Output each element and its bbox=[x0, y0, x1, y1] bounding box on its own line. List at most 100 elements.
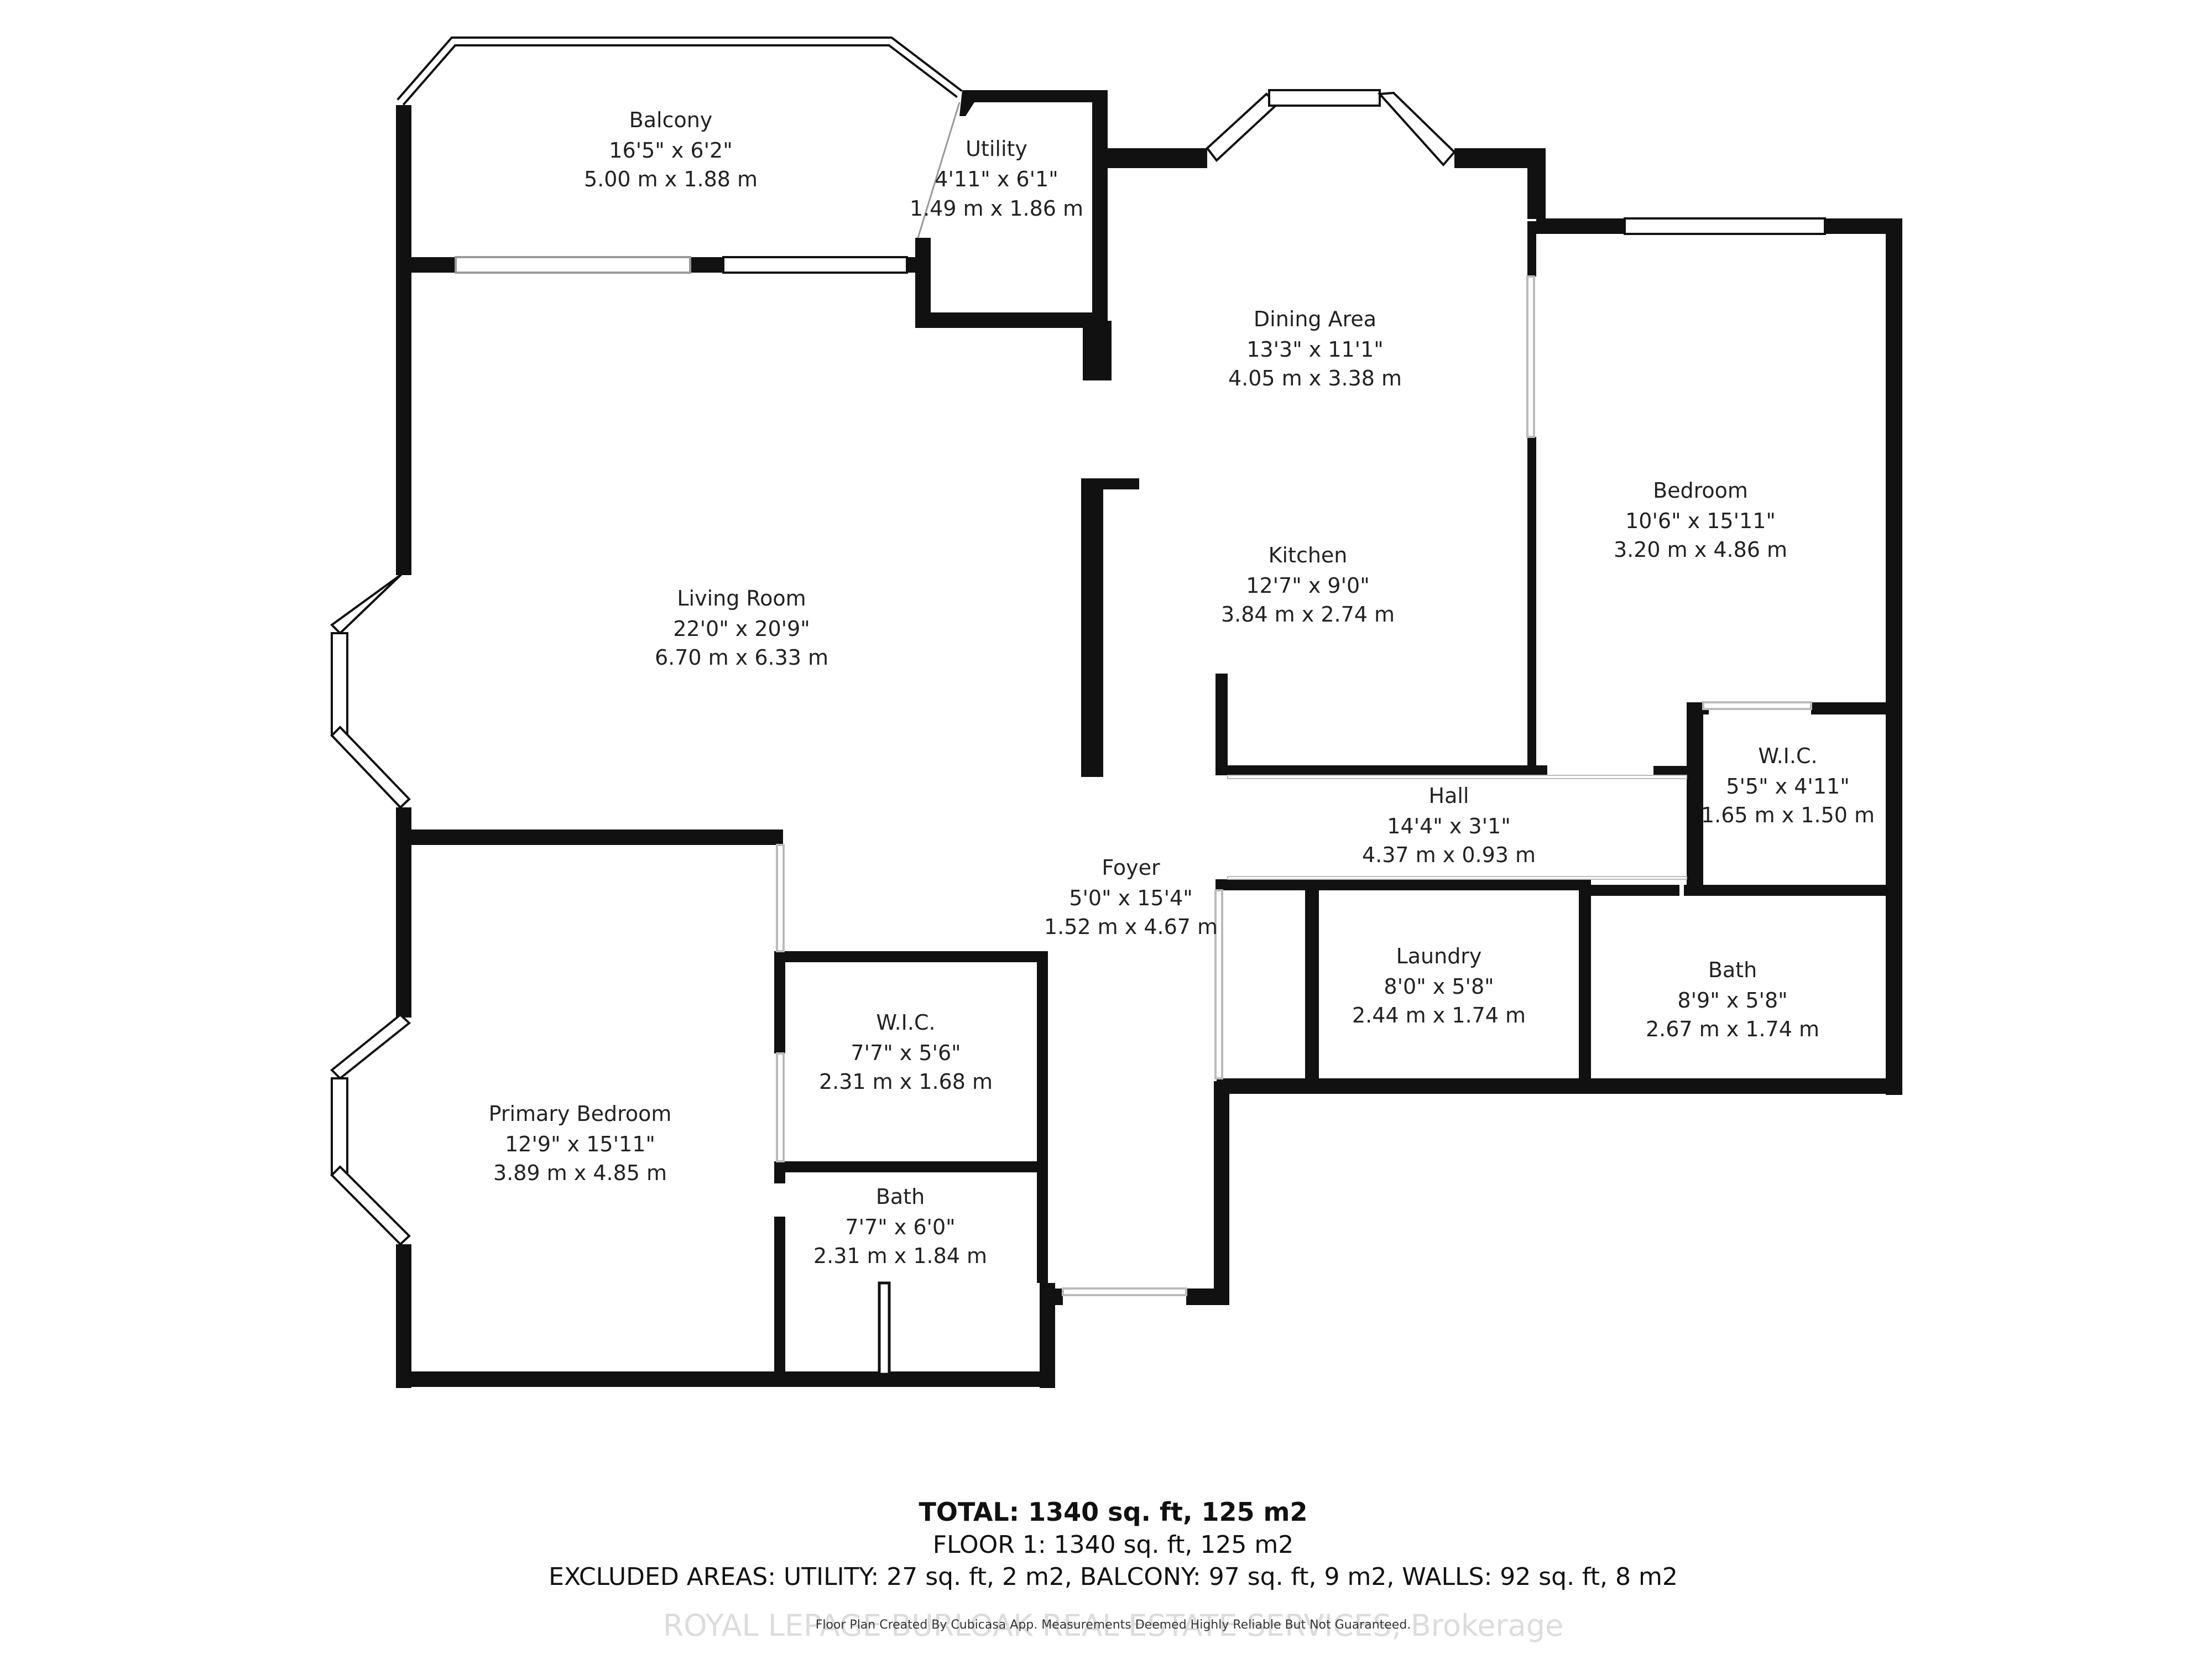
thin-wall bbox=[1214, 889, 1223, 1079]
room-metric: 3.20 m x 4.86 m bbox=[1614, 538, 1787, 562]
room-name: Foyer bbox=[1102, 855, 1160, 880]
wall bbox=[1037, 951, 1048, 1283]
balcony-railing-inner bbox=[398, 39, 962, 105]
room-metric: 1.52 m x 4.67 m bbox=[1044, 915, 1218, 939]
room-name: Bedroom bbox=[1653, 478, 1748, 503]
wall bbox=[1319, 879, 1590, 890]
wall bbox=[1527, 148, 1546, 219]
room-imperial: 8'9" x 5'8" bbox=[1677, 988, 1787, 1013]
room-metric: 3.84 m x 2.74 m bbox=[1221, 602, 1395, 627]
wall bbox=[1591, 885, 1679, 896]
room-imperial: 22'0" x 20'9" bbox=[673, 617, 810, 641]
thin-wall bbox=[1702, 701, 1812, 710]
window bbox=[330, 726, 411, 809]
wall bbox=[1579, 879, 1591, 1089]
room-imperial: 12'7" x 9'0" bbox=[1246, 573, 1369, 598]
room-laundry: Laundry 8'0" x 5'8" 2.44 m x 1.74 m bbox=[1352, 944, 1526, 1027]
room-balcony: Balcony 16'5" x 6'2" 5.00 m x 1.88 m bbox=[584, 108, 758, 191]
room-metric: 5.00 m x 1.88 m bbox=[584, 167, 758, 191]
wall bbox=[1527, 221, 1536, 276]
wall bbox=[1081, 478, 1103, 777]
wall bbox=[1811, 702, 1888, 714]
wall bbox=[1108, 148, 1207, 168]
room-metric: 2.31 m x 1.84 m bbox=[813, 1244, 987, 1268]
window bbox=[1377, 91, 1456, 167]
room-bath-ensuite: Bath 7'7" x 6'0" 2.31 m x 1.84 m bbox=[813, 1185, 987, 1268]
room-name: Dining Area bbox=[1254, 307, 1376, 331]
wall bbox=[774, 1217, 785, 1377]
room-name: Balcony bbox=[629, 108, 713, 132]
wall bbox=[396, 1371, 1054, 1387]
wall bbox=[396, 1244, 411, 1388]
floor-plan-credit: Floor Plan Created By Cubicasa App. Meas… bbox=[816, 1618, 1411, 1632]
wall bbox=[1092, 90, 1108, 322]
window bbox=[1206, 92, 1279, 162]
wall bbox=[396, 841, 411, 1018]
wall bbox=[690, 257, 723, 273]
room-imperial: 4'11" x 6'1" bbox=[935, 167, 1058, 191]
room-name: Primary Bedroom bbox=[489, 1102, 672, 1126]
thin-wall bbox=[776, 1052, 785, 1162]
room-imperial: 8'0" x 5'8" bbox=[1384, 974, 1494, 999]
room-dining-area: Dining Area 13'3" x 11'1" 4.05 m x 3.38 … bbox=[1228, 307, 1402, 390]
window bbox=[1268, 89, 1381, 107]
room-imperial: 7'7" x 5'6" bbox=[851, 1041, 961, 1065]
wall bbox=[915, 238, 931, 321]
room-bath-main: Bath 8'9" x 5'8" 2.67 m x 1.74 m bbox=[1646, 958, 1819, 1041]
room-imperial: 13'3" x 11'1" bbox=[1246, 337, 1384, 362]
wall bbox=[1215, 765, 1547, 775]
room-bedroom: Bedroom 10'6" x 15'11" 3.20 m x 4.86 m bbox=[1614, 478, 1787, 562]
room-name: W.I.C. bbox=[876, 1010, 935, 1035]
room-name: Bath bbox=[1708, 958, 1757, 982]
wall bbox=[959, 90, 1107, 116]
window bbox=[455, 256, 691, 274]
wall bbox=[411, 257, 456, 273]
room-metric: 1.65 m x 1.50 m bbox=[1701, 803, 1875, 827]
room-imperial: 12'9" x 15'11" bbox=[505, 1132, 655, 1156]
wall bbox=[774, 1161, 1048, 1172]
balcony-railing bbox=[397, 36, 963, 106]
window bbox=[1624, 217, 1826, 235]
room-name: Bath bbox=[876, 1185, 925, 1209]
area-summary: TOTAL: 1340 sq. ft, 125 m2 FLOOR 1: 1340… bbox=[549, 1497, 1678, 1591]
room-metric: 2.67 m x 1.74 m bbox=[1646, 1017, 1819, 1041]
room-imperial: 5'5" x 4'11" bbox=[1726, 774, 1849, 799]
window bbox=[330, 566, 410, 635]
thin-wall bbox=[1062, 1287, 1187, 1296]
wall bbox=[1536, 218, 1625, 234]
summary-total: TOTAL: 1340 sq. ft, 125 m2 bbox=[919, 1497, 1308, 1527]
wall bbox=[1040, 1283, 1055, 1388]
room-imperial: 5'0" x 15'4" bbox=[1069, 886, 1192, 910]
wall bbox=[1215, 674, 1228, 773]
room-metric: 4.37 m x 0.93 m bbox=[1362, 843, 1536, 867]
room-name: Hall bbox=[1429, 784, 1469, 808]
room-metric: 2.44 m x 1.74 m bbox=[1352, 1003, 1526, 1027]
wall bbox=[1083, 321, 1112, 380]
room-utility: Utility 4'11" x 6'1" 1.49 m x 1.86 m bbox=[910, 137, 1083, 221]
window bbox=[331, 632, 348, 737]
wall bbox=[1214, 1081, 1229, 1302]
room-name: Kitchen bbox=[1269, 543, 1348, 567]
room-name: Laundry bbox=[1396, 944, 1482, 968]
window bbox=[330, 1165, 411, 1246]
wall bbox=[915, 312, 1108, 328]
room-kitchen: Kitchen 12'7" x 9'0" 3.84 m x 2.74 m bbox=[1221, 543, 1395, 627]
room-foyer: Foyer 5'0" x 15'4" 1.52 m x 4.67 m bbox=[1044, 855, 1218, 939]
room-imperial: 7'7" x 6'0" bbox=[845, 1215, 955, 1239]
room-name: W.I.C. bbox=[1758, 744, 1817, 768]
walls bbox=[396, 90, 1902, 1388]
room-metric: 2.31 m x 1.68 m bbox=[819, 1070, 993, 1094]
room-labels: Balcony 16'5" x 6'2" 5.00 m x 1.88 m Uti… bbox=[489, 108, 1875, 1268]
room-name: Utility bbox=[966, 137, 1027, 161]
summary-excluded: EXCLUDED AREAS: UTILITY: 27 sq. ft, 2 m2… bbox=[549, 1563, 1678, 1591]
window bbox=[331, 1077, 348, 1176]
thin-wall bbox=[878, 1281, 891, 1376]
room-metric: 6.70 m x 6.33 m bbox=[655, 645, 828, 670]
wall bbox=[1103, 478, 1139, 489]
room-wic-primary: W.I.C. 7'7" x 5'6" 2.31 m x 1.68 m bbox=[819, 1010, 993, 1094]
room-imperial: 10'6" x 15'11" bbox=[1625, 509, 1776, 533]
wall bbox=[774, 951, 785, 1053]
brokerage-watermark: ROYAL LEPAGE BURLOAK REAL ESTATE SERVICE… bbox=[663, 1608, 1564, 1643]
wall bbox=[1653, 766, 1695, 775]
